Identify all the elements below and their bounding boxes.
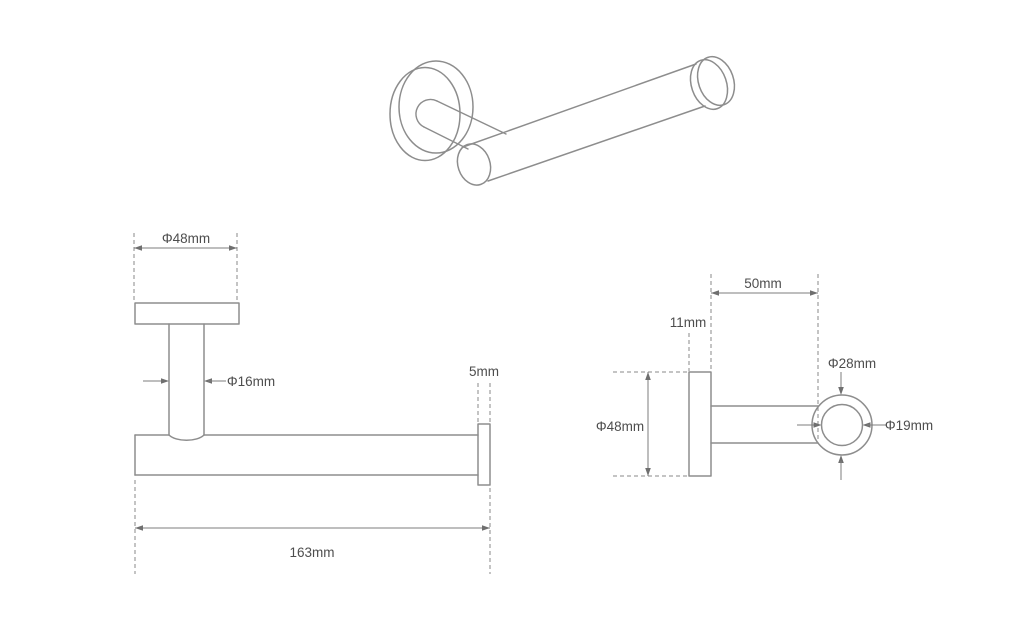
arrowhead-down (838, 387, 844, 395)
arrowhead-left (862, 422, 871, 428)
dimension-bar-diameter: Φ19mm (797, 418, 933, 433)
dimension-label: 163mm (289, 545, 334, 560)
arrowhead-top (645, 372, 651, 380)
arrowhead-right (229, 245, 237, 251)
dimension-label: Φ48mm (162, 231, 210, 246)
dimension-overall-length: 163mm (134, 480, 491, 574)
stem-top-edge (436, 100, 507, 135)
bar-inner-circle (820, 403, 864, 447)
wall-plate-outline (688, 371, 712, 477)
dimension-end-cap-diameter: Φ28mm (828, 356, 876, 480)
dimension-label: 5mm (469, 364, 499, 379)
dimension-label: Φ19mm (885, 418, 933, 433)
dimension-stem-diameter: Φ16mm (143, 374, 275, 389)
dimension-label: 11mm (670, 315, 707, 330)
dimension-projection-depth: 50mm (710, 274, 819, 440)
bar-top-edge (462, 63, 697, 148)
dimension-label: Φ28mm (828, 356, 876, 371)
stem-dome-bottom (168, 434, 205, 441)
perspective-view (389, 55, 736, 186)
arrowhead-left (135, 525, 143, 531)
flange-outline (134, 302, 240, 325)
front-view (134, 302, 491, 486)
arrowhead-up (838, 455, 844, 463)
wall-plate-front-ellipse (398, 60, 474, 154)
end-cap-outline (477, 423, 491, 486)
dimension-label: Φ48mm (596, 419, 644, 434)
arrowhead-right (813, 422, 822, 428)
front-view-dimensions: Φ48mm Φ16mm 5mm 163mm (133, 231, 499, 574)
dimension-plate-thickness: 11mm (670, 315, 707, 371)
end-cap-front-ellipse (696, 55, 736, 107)
dimension-end-cap-thickness: 5mm (469, 364, 499, 423)
arrowhead-right (482, 525, 490, 531)
dimension-label: Φ16mm (227, 374, 275, 389)
arrowhead-right (810, 290, 818, 296)
arrowhead-bottom (645, 468, 651, 476)
side-view-dimensions: 50mm 11mm Φ48mm Φ28mm (596, 274, 933, 480)
wall-plate-back-ellipse (389, 66, 461, 162)
stem-end-arc (415, 98, 438, 128)
arrowhead-left (711, 290, 719, 296)
dimension-plate-diameter: Φ48mm (596, 371, 688, 477)
bar-near-end-ellipse (456, 143, 492, 186)
arrowhead-left (134, 245, 142, 251)
dimension-label: 50mm (744, 276, 782, 291)
stem-bottom-edge (423, 126, 469, 150)
arrowhead-right (161, 378, 169, 384)
side-view (688, 371, 873, 477)
dimension-flange-diameter: Φ48mm (133, 231, 238, 303)
end-cap-back-ellipse (689, 58, 729, 111)
bar-bottom-edge (487, 105, 706, 182)
